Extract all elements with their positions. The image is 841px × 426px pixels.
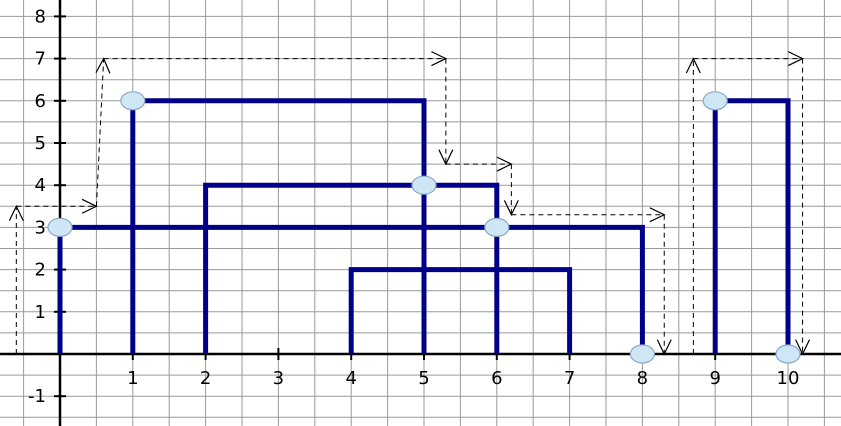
building-outline [57, 224, 645, 354]
x-tick-label: 2 [200, 368, 211, 389]
key-point-marker [702, 91, 728, 111]
key-point-marker [484, 217, 510, 237]
x-tick-label: 5 [418, 368, 429, 389]
y-tick-label: 4 [35, 175, 46, 196]
y-tick-label: -1 [28, 386, 46, 407]
building-outline [712, 98, 791, 354]
x-tick-label: 9 [709, 368, 720, 389]
key-points [47, 91, 801, 364]
x-tick-label: 8 [637, 368, 648, 389]
buildings [57, 98, 791, 354]
key-point-marker [411, 175, 437, 195]
tick-labels: 1 2 3 4 5 6 7 8 9 10 -1 1 2 3 4 5 6 7 8 [28, 6, 799, 407]
y-tick-label: 2 [35, 260, 46, 281]
key-point-marker [775, 344, 801, 364]
x-tick-label: 7 [564, 368, 575, 389]
y-tick-label: 1 [35, 302, 46, 323]
y-tick-label: 3 [35, 217, 46, 238]
x-tick-label: 4 [345, 368, 356, 389]
key-point-marker [47, 217, 73, 237]
x-tick-label: 10 [777, 368, 800, 389]
y-tick-label: 6 [35, 91, 46, 112]
y-tick-label: 7 [35, 49, 46, 70]
y-tick-label: 5 [35, 133, 46, 154]
key-point-marker [629, 344, 656, 364]
skyline-arrows [8, 51, 811, 356]
key-point-marker [120, 91, 146, 111]
x-tick-label: 3 [273, 368, 284, 389]
y-tick-label: 8 [35, 6, 46, 27]
skyline-arrow-segment [95, 58, 105, 207]
building-outline [348, 267, 573, 354]
arrowhead [656, 339, 672, 356]
building-outline [130, 98, 427, 354]
x-tick-label: 6 [491, 368, 502, 389]
x-tick-label: 1 [127, 368, 138, 389]
arrowhead [795, 339, 811, 356]
